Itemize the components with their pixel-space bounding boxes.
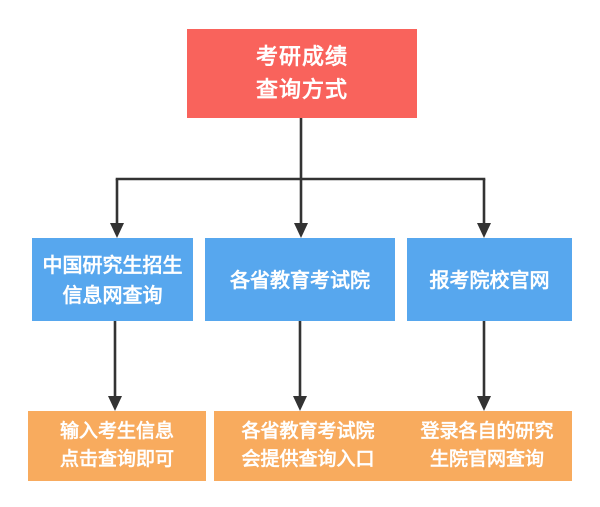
root-node: 考研成绩 查询方式 bbox=[187, 29, 417, 118]
arrow-to-method-2 bbox=[294, 179, 308, 238]
arrow-to-detail-3 bbox=[477, 321, 491, 411]
detail-node-label: 输入考生信息 点击查询即可 bbox=[59, 420, 174, 470]
arrow-to-detail-1 bbox=[108, 321, 122, 411]
detail-node-provincial-exam-authority: 各省教育考试院 会提供查询入口 bbox=[214, 411, 402, 481]
detail-node-label: 登录各自的研究 生院官网查询 bbox=[420, 420, 554, 470]
method-node-university-website: 报考院校官网 bbox=[407, 238, 572, 321]
detail-node-university-website: 登录各自的研究 生院官网查询 bbox=[402, 411, 572, 481]
detail-node-chsi: 输入考生信息 点击查询即可 bbox=[28, 411, 206, 481]
arrow-to-method-3 bbox=[477, 179, 491, 238]
method-node-provincial-exam-authority: 各省教育考试院 bbox=[205, 238, 395, 321]
root-node-label: 考研成绩 查询方式 bbox=[255, 44, 348, 103]
detail-node-label: 各省教育考试院 会提供查询入口 bbox=[241, 420, 375, 470]
method-node-label: 报考院校官网 bbox=[429, 267, 550, 292]
method-node-label: 各省教育考试院 bbox=[230, 267, 370, 292]
arrow-to-method-1 bbox=[110, 179, 124, 238]
arrow-to-detail-2 bbox=[293, 321, 307, 411]
method-node-label: 中国研究生招生 信息网查询 bbox=[42, 252, 183, 307]
method-node-chsi: 中国研究生招生 信息网查询 bbox=[32, 238, 193, 321]
